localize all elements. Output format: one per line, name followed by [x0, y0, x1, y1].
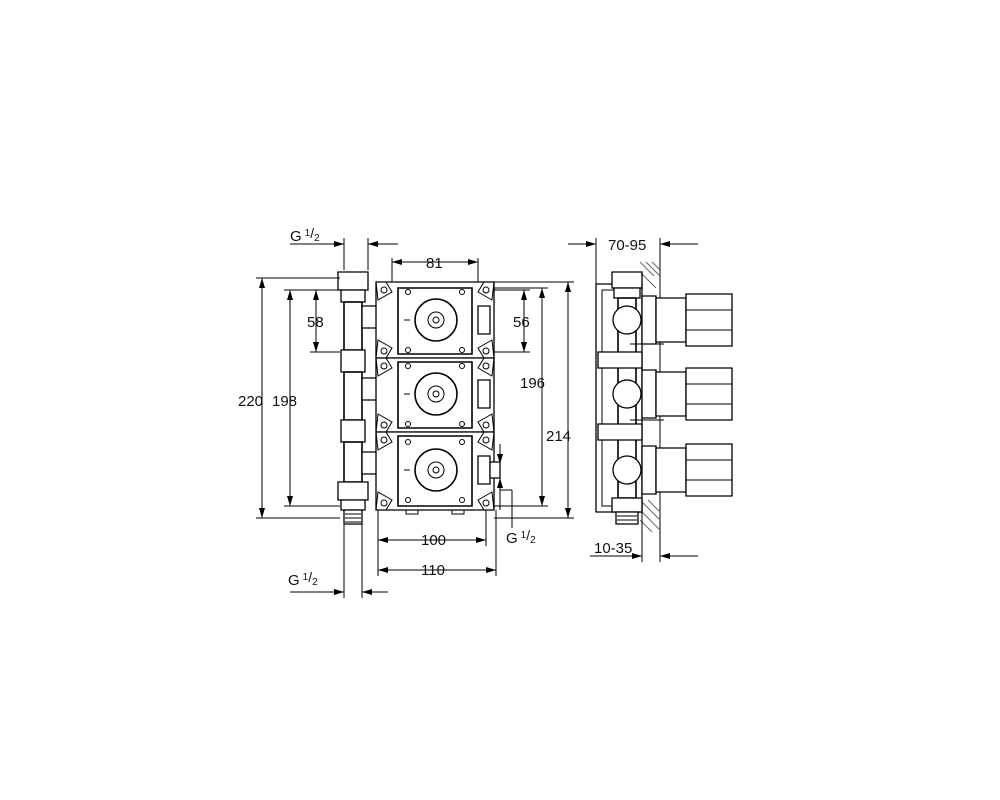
dim-right-upper: 56 [513, 314, 530, 331]
dim-inner-height: 198 [272, 393, 297, 410]
module-middle [376, 358, 494, 432]
dim-overall-height: 220 [238, 393, 263, 410]
dim-width-top: 81 [426, 255, 443, 272]
front-view: 220 198 58 81 56 196 214 100 110 G1/2 G1… [238, 225, 574, 598]
module-top [376, 282, 494, 358]
dimension-lines-side [568, 238, 698, 562]
dimension-labels-side: 70-95 10-35 [594, 237, 646, 557]
dim-bottom-inner: 100 [421, 532, 446, 549]
handle-icon [656, 368, 732, 420]
dim-depth-top: 70-95 [608, 237, 646, 254]
handle-icon [656, 294, 732, 346]
supply-pipe [338, 272, 368, 598]
handle-icon [656, 444, 732, 496]
side-valve-bodies [598, 306, 642, 484]
module-bottom [376, 432, 500, 514]
dim-right-height: 196 [520, 375, 545, 392]
dim-depth-bottom: 10-35 [594, 540, 632, 557]
cartridge-icon [415, 373, 457, 415]
cartridge-icon [415, 449, 457, 491]
side-view: 70-95 10-35 [568, 237, 732, 562]
side-stems [630, 296, 664, 494]
dimension-lines-front [256, 238, 574, 595]
dim-bottom-outer: 110 [421, 562, 445, 579]
cartridge-icon [415, 299, 457, 341]
dim-right-outer-height: 214 [546, 428, 571, 445]
dim-left-upper: 58 [307, 314, 324, 331]
